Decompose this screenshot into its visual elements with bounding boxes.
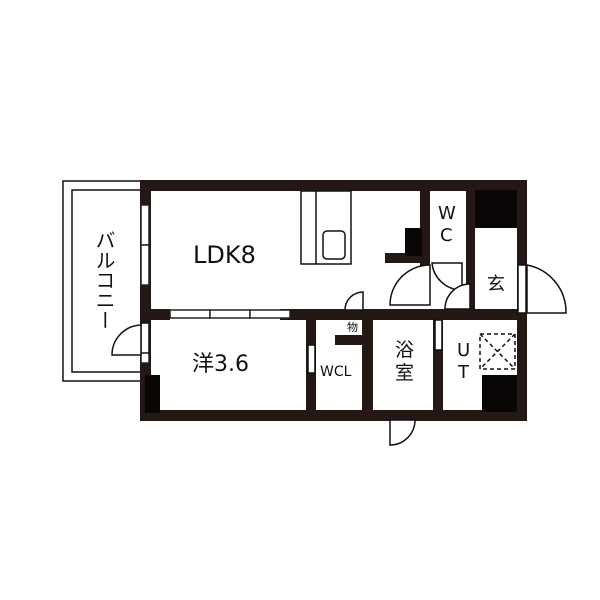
utility-label-2: T [458, 362, 469, 383]
bath-label-1: 浴 [395, 339, 415, 361]
ldk-label: LDK8 [193, 241, 256, 269]
western-room-label: 洋3.6 [192, 352, 249, 377]
kitchen-counter [300, 190, 352, 265]
storage-label: 物 [347, 321, 358, 334]
entrance-label: 玄 [487, 274, 505, 295]
wc-label-2: C [440, 225, 453, 246]
wcl-label: WCL [320, 364, 352, 380]
solid-blocks [145, 190, 517, 413]
balcony-label: バルコニー [92, 230, 116, 330]
windows [140, 204, 291, 364]
wc-label-1: W [438, 203, 456, 224]
doors [111, 262, 567, 446]
utility-label-1: U [457, 340, 471, 361]
bath-label-2: 室 [395, 362, 415, 384]
washer-pan [479, 333, 516, 370]
